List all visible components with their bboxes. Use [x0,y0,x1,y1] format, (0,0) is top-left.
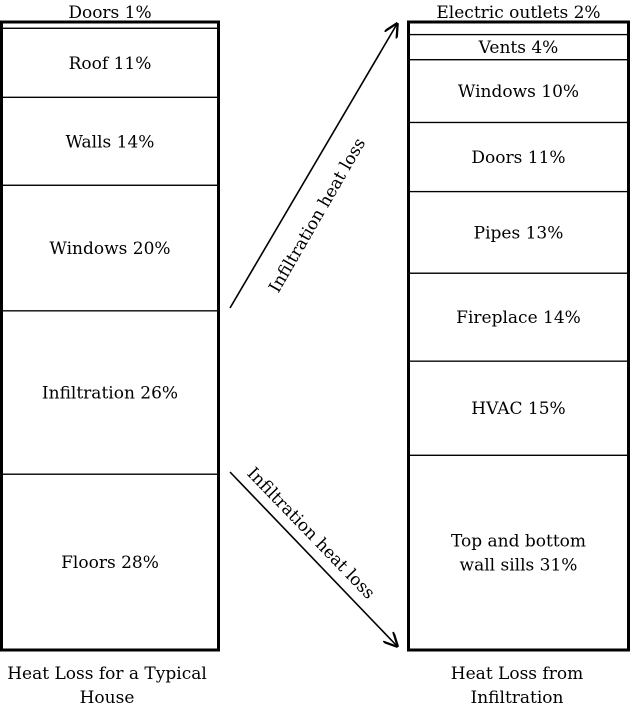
typical-house-segment-windows-label: Windows 20% [49,239,170,259]
lower-arrow-label: Infiltration heat loss [243,464,379,604]
typical-house-segment-roof-label: Roof 11% [69,54,152,74]
infiltration-segment-top-and-bottom-wall-sills-label-line: Top and bottom [451,532,586,552]
infiltration-stacked-bar: Electric outlets 2% Vents 4% Windows 10% Do… [407,3,630,652]
typical-house-caption-line2: House [79,688,135,708]
typical-house-segment-infiltration-label-line: Infiltration 26% [42,384,178,404]
typical-house-segment-walls-label-line: Walls 14% [66,132,155,152]
typical-house-bar-border [0,20,220,652]
lower-arrow-line [229,471,397,646]
infiltration-segment-top-and-bottom-wall-sills-label: Top and bottom wall sills 31% [451,532,586,576]
typical-house-caption-line1: Heat Loss for a Typical [7,664,207,684]
typical-house-segment-doors-label: Doors 1% [68,3,151,23]
typical-house-segment-floors-label-line: Floors 28% [61,553,159,573]
infiltration-segment-hvac-label: HVAC 15% [471,399,565,419]
infiltration-segment-fireplace-label-line: Fireplace 14% [456,308,581,328]
infiltration-segment-fireplace-label: Fireplace 14% [456,308,581,328]
infiltration-segment-electric-outlets-label-line: Electric outlets 2% [436,3,600,23]
typical-house-bar-outline [0,20,220,652]
typical-house-segment-infiltration-label: Infiltration 26% [42,384,178,404]
infiltration-caption: Heat Loss from Infiltration [404,662,630,710]
infiltration-caption-line2: Infiltration [470,688,564,708]
typical-house-segment-doors-label-line: Doors 1% [68,3,151,23]
infiltration-segment-vents-label-line: Vents 4% [478,38,559,58]
typical-house-segment-roof-label-line: Roof 11% [69,54,152,74]
upper-arrow-line [229,24,397,309]
infiltration-segment-electric-outlets-label: Electric outlets 2% [436,3,600,23]
infiltration-caption-line1: Heat Loss from [450,664,584,684]
typical-house-segment-windows-label-line: Windows 20% [49,239,170,259]
infiltration-bar-border [407,20,630,652]
typical-house-segment-walls-label: Walls 14% [66,132,155,152]
typical-house-segment-floors-label: Floors 28% [61,553,159,573]
typical-house-stacked-bar: Doors 1% Roof 11% Walls 14% Windows 20% Infi… [0,3,220,652]
infiltration-segment-hvac-label-line: HVAC 15% [471,399,565,419]
infiltration-segment-doors-label: Doors 11% [471,148,565,168]
infiltration-segment-doors-label-line: Doors 11% [471,148,565,168]
infiltration-segment-top-and-bottom-wall-sills-label-line: wall sills 31% [460,556,578,576]
infiltration-segment-vents-label: Vents 4% [478,38,559,58]
infiltration-segment-pipes-label-line: Pipes 13% [474,223,564,243]
infiltration-segment-windows-label: Windows 10% [458,82,579,102]
typical-house-caption: Heat Loss for a Typical House [0,662,214,710]
infiltration-segment-windows-label-line: Windows 10% [458,82,579,102]
infiltration-segment-pipes-label: Pipes 13% [474,223,564,243]
